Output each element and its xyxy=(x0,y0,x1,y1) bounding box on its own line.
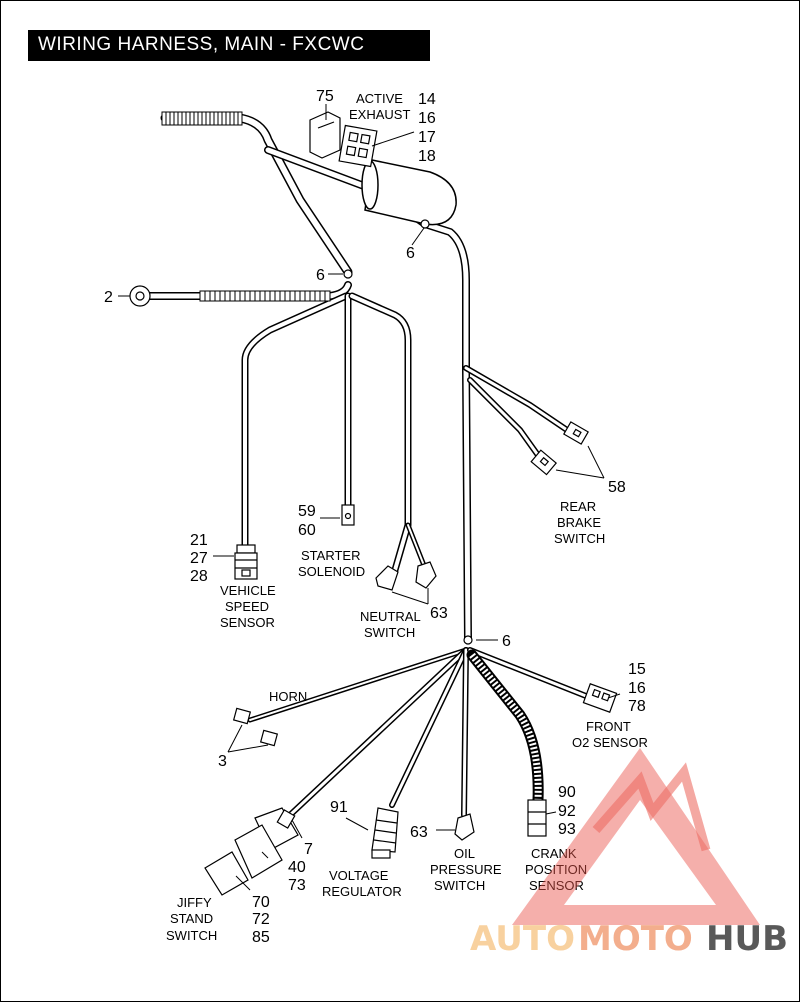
label-horn: HORN xyxy=(269,689,307,704)
callout-40: 40 xyxy=(288,859,306,876)
callout-21: 21 xyxy=(190,532,208,549)
trunk-conduit xyxy=(161,111,243,126)
watermark-moto: MOTO xyxy=(578,919,693,959)
label-solenoid: SOLENOID xyxy=(298,564,365,579)
starter-terminal xyxy=(341,504,355,526)
label-rear: REAR xyxy=(560,499,596,514)
ring-terminal xyxy=(129,285,151,307)
callout-72: 72 xyxy=(252,911,270,928)
neutral-boot-right xyxy=(415,561,437,589)
label-starter: STARTER xyxy=(301,548,360,563)
callout-6-lower: 6 xyxy=(502,633,511,650)
connector-75 xyxy=(309,111,341,159)
label-crank-sensor: SENSOR xyxy=(529,878,584,893)
clip-6-upper xyxy=(420,219,430,229)
callout-3: 3 xyxy=(218,753,227,770)
main-spine xyxy=(421,220,472,644)
callout-6-upper: 6 xyxy=(406,245,415,262)
callout-28: 28 xyxy=(190,568,208,585)
rear-brake-connector-a xyxy=(563,421,589,445)
label-pressure: PRESSURE xyxy=(430,862,502,877)
label-speed: SPEED xyxy=(225,599,269,614)
leader-lines xyxy=(118,104,621,891)
callout-70: 70 xyxy=(252,894,270,911)
callout-59: 59 xyxy=(298,503,316,520)
rear-brake-connector-b xyxy=(530,449,558,476)
label-regulator: REGULATOR xyxy=(322,884,402,899)
callout-17: 17 xyxy=(418,129,436,146)
callout-63-neutral: 63 xyxy=(430,605,448,622)
crank-sensor-connector xyxy=(527,799,547,837)
ring-lead-conduit xyxy=(199,290,331,302)
callout-90: 90 xyxy=(558,784,576,801)
callout-7: 7 xyxy=(304,841,313,858)
callout-73: 73 xyxy=(288,877,306,894)
label-stand: STAND xyxy=(170,911,213,926)
callout-6-middle: 6 xyxy=(316,267,325,284)
watermark-logo: AUTO MOTO HUB xyxy=(470,748,788,959)
callout-75: 75 xyxy=(316,88,334,105)
label-brake: BRAKE xyxy=(557,515,601,530)
clip-6-middle xyxy=(343,269,353,279)
label-front: FRONT xyxy=(586,719,631,734)
diagram-title: WIRING HARNESS, MAIN - FXCWC xyxy=(38,34,365,55)
label-position: POSITION xyxy=(525,862,587,877)
label-rear-switch: SWITCH xyxy=(554,531,605,546)
label-jiffy: JIFFY xyxy=(177,895,212,910)
callout-85: 85 xyxy=(252,929,270,946)
label-neutral-switch: SWITCH xyxy=(364,625,415,640)
label-oil-switch: SWITCH xyxy=(434,878,485,893)
watermark-auto: AUTO xyxy=(470,919,575,959)
callout-91: 91 xyxy=(330,799,348,816)
callout-16-bottom: 16 xyxy=(628,680,646,697)
oil-pressure-boot xyxy=(454,813,475,841)
title-bar: WIRING HARNESS, MAIN - FXCWC xyxy=(28,30,430,61)
labels: 75 ACTIVE EXHAUST 14 16 17 18 6 6 2 58 R… xyxy=(104,88,648,946)
crank-conduit xyxy=(466,649,544,806)
label-crank: CRANK xyxy=(531,846,577,861)
callout-15: 15 xyxy=(628,661,646,678)
callout-92: 92 xyxy=(558,803,576,820)
callout-2: 2 xyxy=(104,289,113,306)
label-active: ACTIVE xyxy=(356,91,403,106)
clip-6-lower xyxy=(463,635,473,645)
horn-connector-b xyxy=(259,729,279,747)
neutral-boot-left xyxy=(375,565,399,591)
callout-78: 78 xyxy=(628,698,646,715)
jiffy-stand-connector xyxy=(204,807,299,896)
callout-14: 14 xyxy=(418,91,436,108)
label-vehicle: VEHICLE xyxy=(220,583,276,598)
callout-16-top: 16 xyxy=(418,110,436,127)
label-sensor: SENSOR xyxy=(220,615,275,630)
label-voltage: VOLTAGE xyxy=(329,868,389,883)
horn-connector-a xyxy=(232,707,252,725)
label-neutral: NEUTRAL xyxy=(360,609,421,624)
callout-60: 60 xyxy=(298,522,316,539)
voltage-regulator-connector xyxy=(371,807,399,859)
vss-connector xyxy=(234,544,258,580)
label-jiffy-switch: SWITCH xyxy=(166,928,217,943)
callout-93: 93 xyxy=(558,821,576,838)
active-exhaust-connector xyxy=(338,124,378,168)
exhaust-sleeve xyxy=(361,159,457,226)
callout-18: 18 xyxy=(418,148,436,165)
label-exhaust: EXHAUST xyxy=(349,107,410,122)
callout-27: 27 xyxy=(190,550,208,567)
label-oil: OIL xyxy=(454,846,475,861)
label-o2-sensor: O2 SENSOR xyxy=(572,735,648,750)
callout-58: 58 xyxy=(608,479,626,496)
watermark-hub: HUB xyxy=(706,919,788,959)
callout-63-oil: 63 xyxy=(410,824,428,841)
front-o2-connector xyxy=(582,683,618,713)
